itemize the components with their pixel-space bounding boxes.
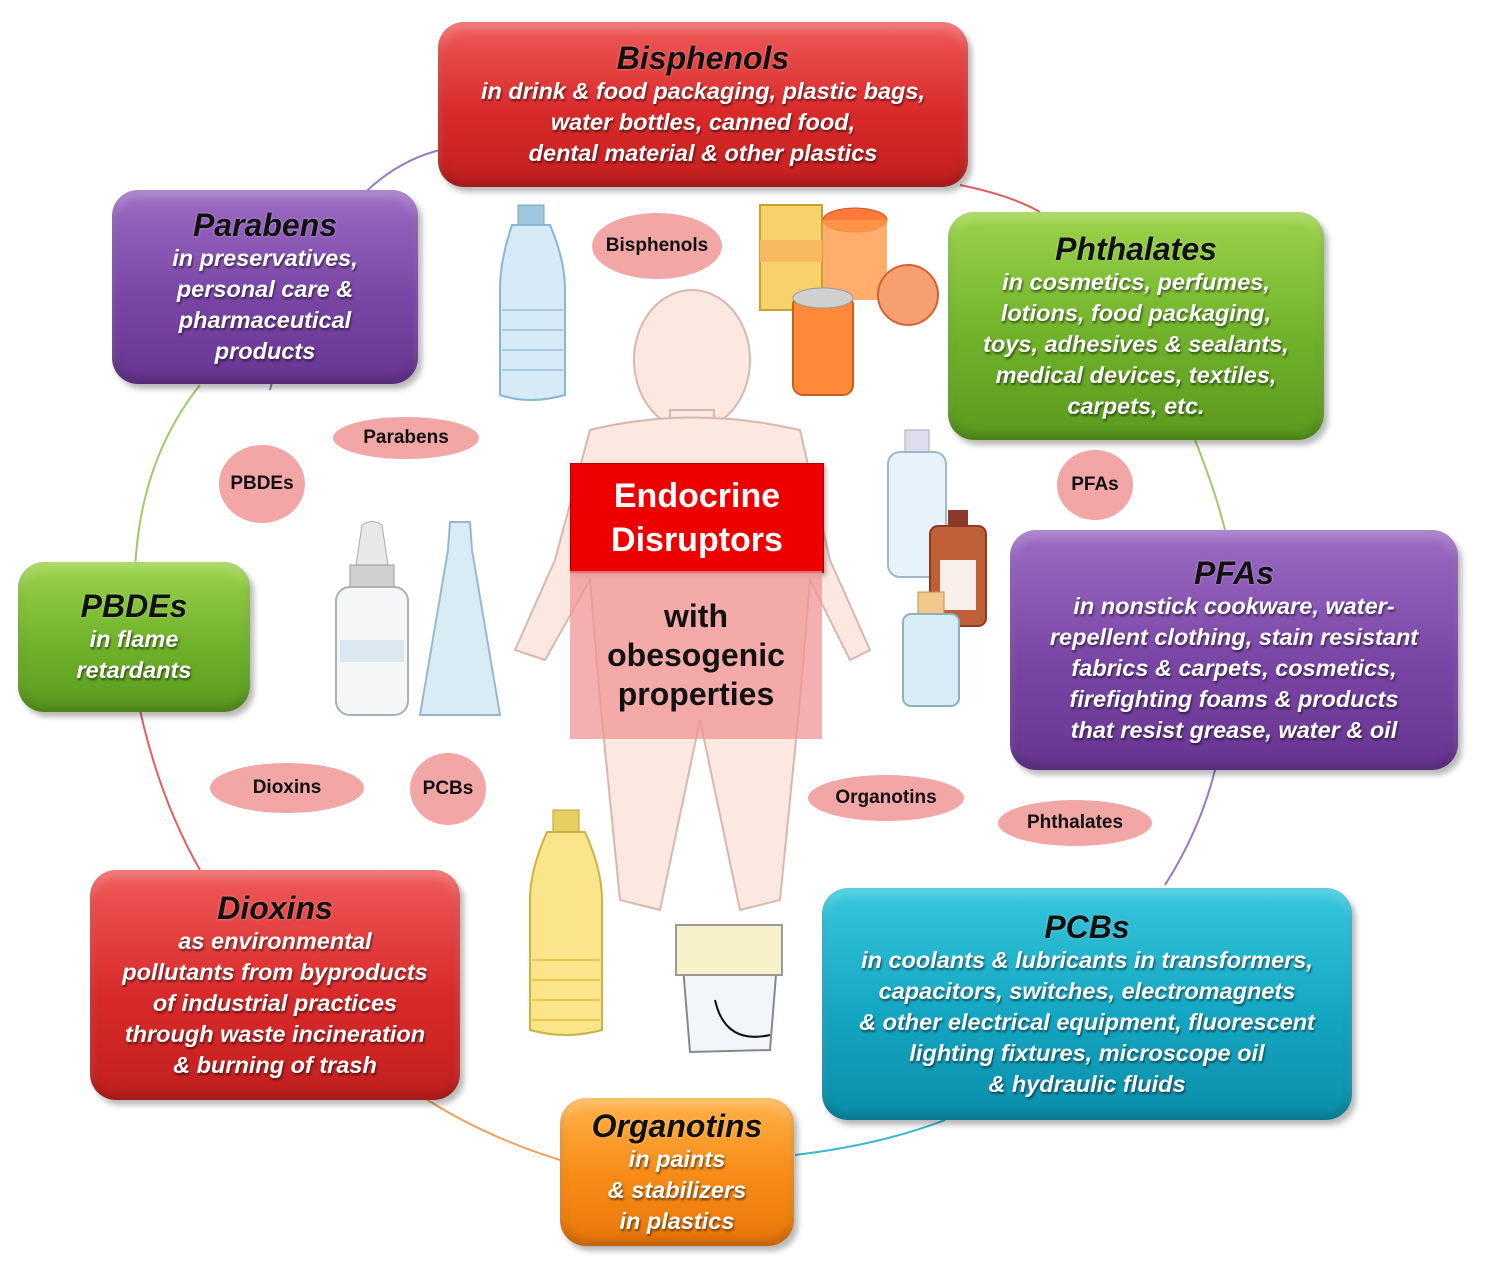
parabens-bubble: Parabens — [333, 417, 479, 459]
organotins-bubble: Organotins — [808, 775, 964, 821]
cosmetics-icon — [335, 521, 502, 716]
pcbs-title: PCBs — [1044, 908, 1130, 945]
phthalates-desc: in cosmetics, perfumes, lotions, food pa… — [983, 268, 1289, 419]
parabens-desc: in preservatives, personal care & pharma… — [172, 245, 358, 364]
bisphenols-desc: in drink & food packaging, plastic bags,… — [481, 78, 925, 166]
center-sub-line2: obesogenic — [607, 636, 785, 673]
phthalates-title: Phthalates — [1055, 230, 1217, 267]
oil-bottle-icon — [529, 809, 603, 1036]
dioxins-bubble: Dioxins — [210, 763, 364, 813]
pcbs-bubble: PCBs — [410, 753, 486, 825]
paint-bucket-icon — [675, 923, 783, 1054]
dioxins-title: Dioxins — [217, 889, 333, 926]
center-subtitle: with obesogenic properties — [570, 571, 822, 739]
center-title-line1: Endocrine — [613, 477, 781, 515]
bisphenols-box: Bisphenols in drink & food packaging, pl… — [438, 22, 968, 187]
center-title-line2: Disruptors — [611, 521, 783, 559]
medicine-bottles-icon — [887, 429, 987, 707]
parabens-title: Parabens — [192, 207, 338, 243]
center-sub-line3: properties — [617, 675, 775, 712]
pfas-box: PFAs in nonstick cookware, water- repell… — [1010, 530, 1458, 770]
pfas-bubble: PFAs — [1057, 450, 1133, 520]
center-sub-line1: with — [664, 597, 728, 634]
dioxins-desc: as environmental pollutants from byprodu… — [122, 927, 428, 1078]
pfas-desc: in nonstick cookware, water- repellent c… — [1049, 592, 1419, 743]
dioxins-box: Dioxins as environmental pollutants from… — [90, 870, 460, 1100]
bisphenols-bubble: Bisphenols — [592, 213, 722, 279]
pcbs-desc: in coolants & lubricants in transformers… — [859, 946, 1315, 1097]
water-bottle-icon — [499, 204, 566, 401]
bisphenols-title: Bisphenols — [616, 40, 790, 76]
pbdes-box: PBDEs in flame retardants — [18, 562, 250, 712]
parabens-box: Parabens in preservatives, personal care… — [112, 190, 418, 384]
organotins-desc: in paints & stabilizers in plastics — [607, 1145, 747, 1234]
pcbs-box: PCBs in coolants & lubricants in transfo… — [822, 888, 1352, 1120]
center-title: Endocrine Disruptors — [570, 463, 824, 573]
organotins-box: Organotins in paints & stabilizers in pl… — [560, 1098, 794, 1246]
pfas-title: PFAs — [1193, 554, 1275, 591]
organotins-title: Organotins — [591, 1107, 763, 1144]
pbdes-bubble: PBDEs — [219, 445, 305, 523]
phthalates-box: Phthalates in cosmetics, perfumes, lotio… — [948, 212, 1324, 440]
pbdes-title: PBDEs — [80, 588, 188, 624]
phthalates-bubble: Phthalates — [998, 800, 1152, 846]
food-packaging-icon — [759, 204, 939, 396]
pbdes-desc: in flame retardants — [76, 626, 192, 683]
